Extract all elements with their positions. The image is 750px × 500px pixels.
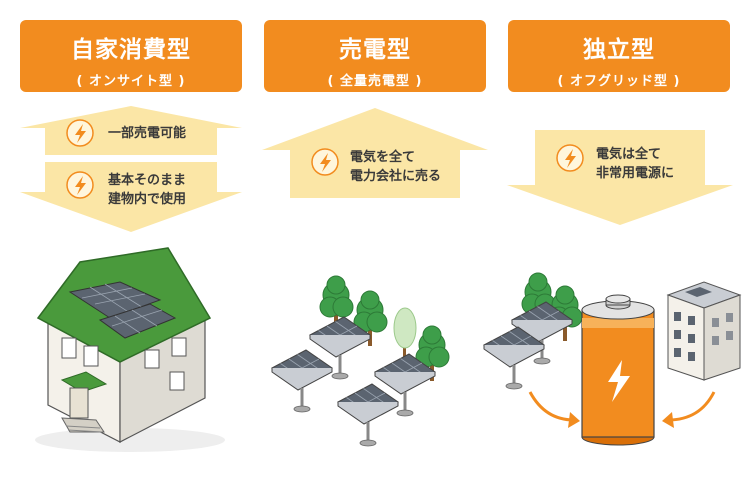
arrowhead-icon (662, 412, 674, 428)
header-self-consumption: 自家消費型 ( オンサイト型 ) (20, 20, 242, 92)
lightning-icon (556, 144, 584, 172)
arrow-sell-label-line1: 電気を全て (350, 150, 416, 165)
header-title: 売電型 (339, 37, 411, 63)
arrow-up-sell-all (262, 108, 488, 198)
arrow-sell-label: 電気を全て 電力会社に売る (350, 148, 441, 186)
arrow-sell-label-line2: 電力会社に売る (350, 169, 442, 184)
header-title: 自家消費型 (71, 37, 191, 63)
off-grid-illustration (482, 272, 742, 446)
header-sell-electricity: 売電型 ( 全量売電型 ) (264, 20, 486, 92)
arrow-offgrid-label-line1: 電気は全て (596, 147, 662, 162)
arrow-down-label: 基本そのまま 建物内で使用 (108, 171, 186, 209)
solar-field-illustration (270, 275, 450, 448)
header-title: 独立型 (583, 37, 655, 63)
solar-panel-icon (270, 348, 334, 414)
curved-arrow-icon (667, 391, 716, 422)
arrow-down-label-line2: 建物内で使用 (108, 192, 187, 207)
tree-icon (393, 307, 417, 365)
solar-panel-icon (336, 382, 400, 448)
header-subtitle: ( オフグリッド型 ) (557, 74, 681, 89)
arrow-down-label-line1: 基本そのまま (108, 173, 187, 188)
header-subtitle: ( 全量売電型 ) (327, 74, 423, 89)
arrow-up-label: 一部売電可能 (108, 124, 186, 143)
lightning-icon (311, 148, 339, 176)
arrow-offgrid-label: 電気は全て 非常用電源に (596, 145, 674, 183)
building-icon (666, 281, 742, 381)
arrow-offgrid-label-line2: 非常用電源に (596, 166, 675, 181)
battery-icon (581, 294, 655, 446)
curved-arrow-icon (528, 391, 575, 422)
lightning-icon (66, 171, 94, 199)
lightning-icon (66, 119, 94, 147)
house-illustration (35, 247, 225, 452)
header-subtitle: ( オンサイト型 ) (76, 74, 186, 89)
arrow-up-label-text: 一部売電可能 (108, 126, 187, 141)
header-off-grid: 独立型 ( オフグリッド型 ) (508, 20, 730, 92)
arrowhead-icon (568, 412, 580, 428)
